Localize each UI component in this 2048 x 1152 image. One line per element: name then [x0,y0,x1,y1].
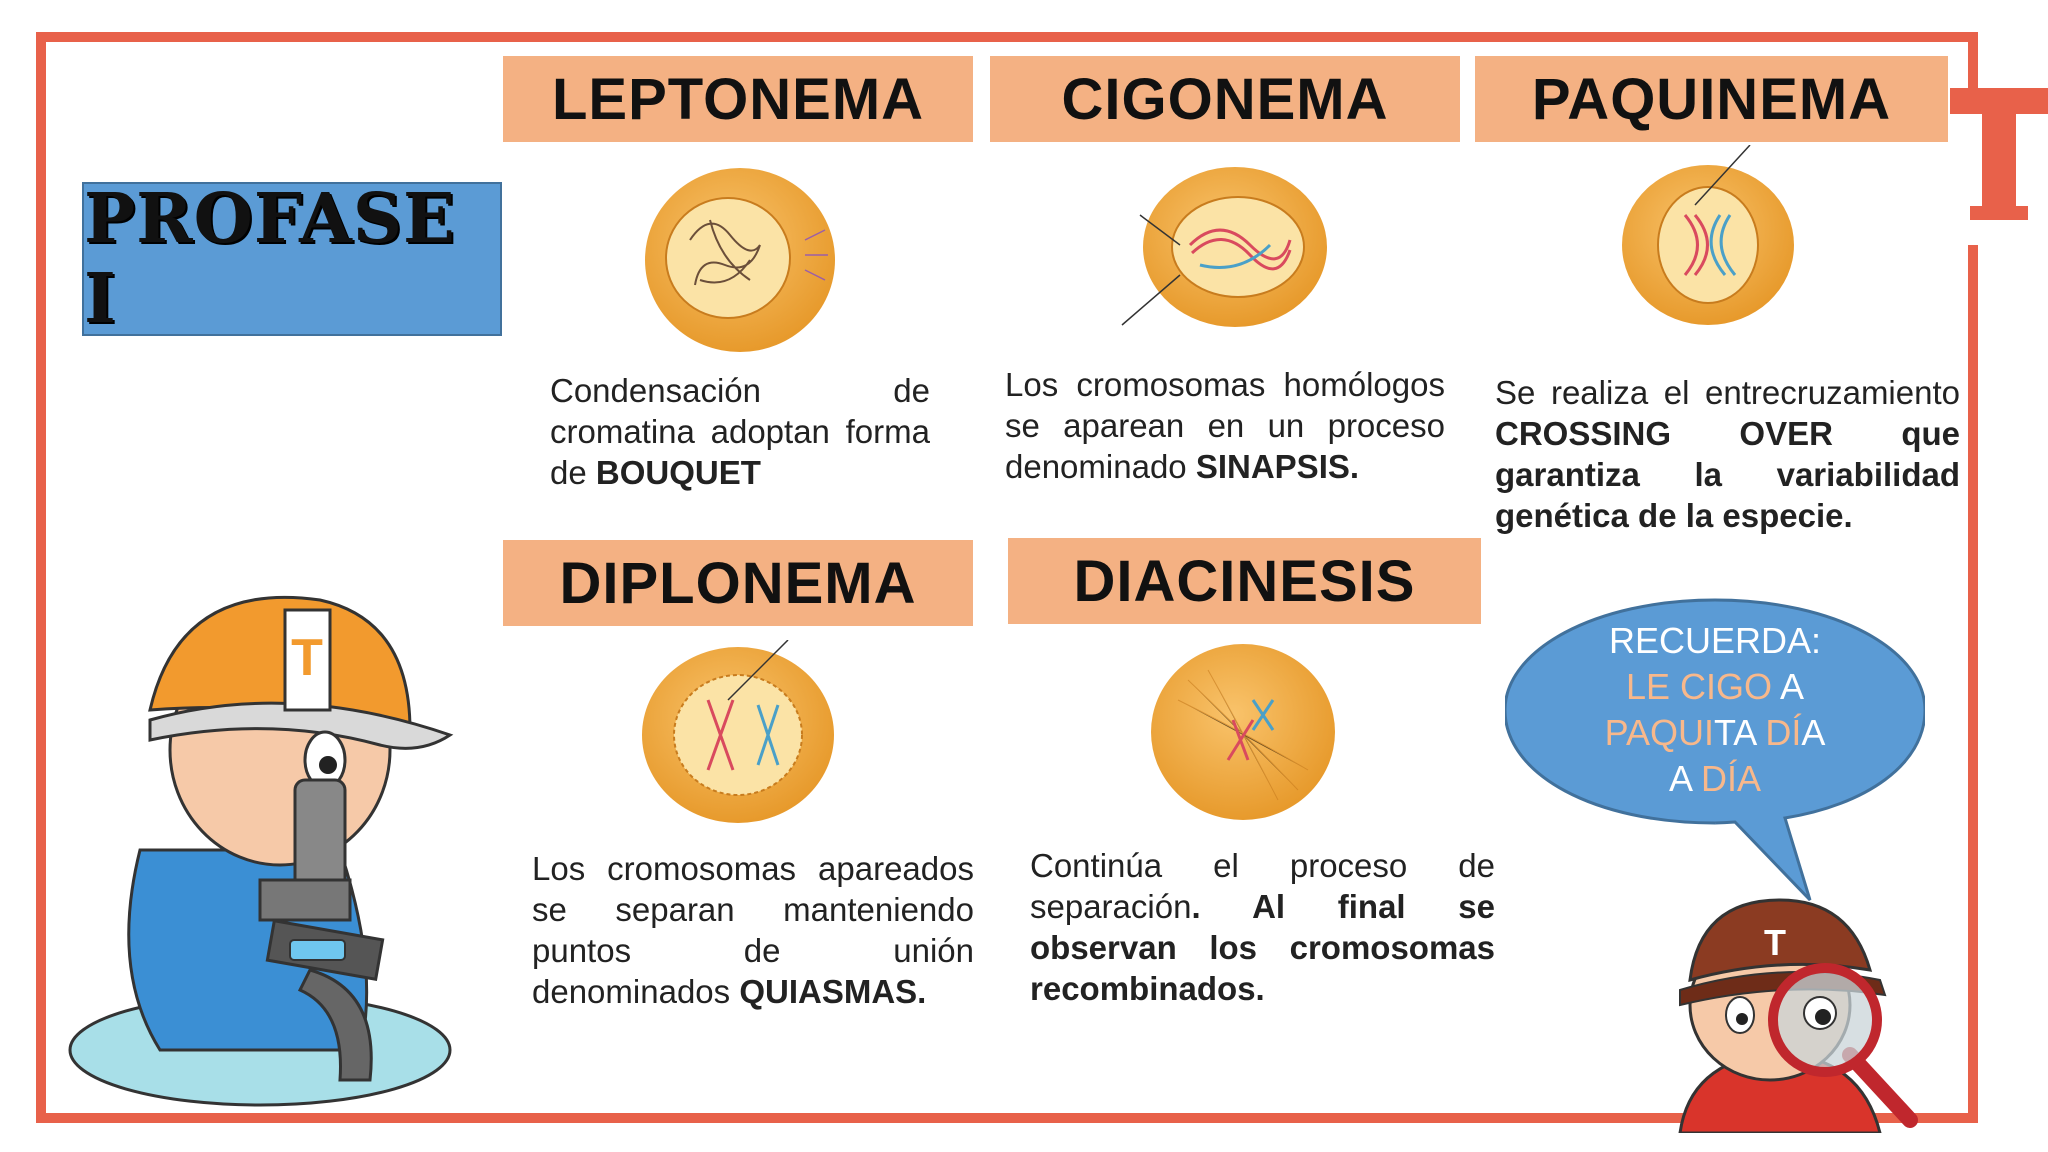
reminder-fragment: A [1668,758,1701,799]
stage-header-leptonema: LEPTONEMA [503,56,973,142]
reminder-line-1: RECUERDA: [1608,620,1822,661]
description-keyword: SINAPSIS. [1195,448,1360,485]
description-text: Los cromosomas apareados se separan mant… [532,850,974,1010]
reminder-fragment: A [1801,712,1826,753]
description-keyword: BOUQUET [595,454,761,491]
reminder-line-2: LE CIGO A [1540,664,1890,710]
reminder-fragment: TA [1713,712,1766,753]
magnifier-scientist-icon: T [1678,898,1918,1133]
description-leptonema: Condensación de cromatina adoptan forma … [550,370,930,493]
reminder-fragment: LE CIGO [1625,666,1772,707]
title-box: PROFASE I [82,179,502,339]
stage-header-paquinema: PAQUINEMA [1475,56,1948,142]
description-text: Los cromosomas homólogos se aparean en u… [1005,366,1445,485]
stage-title: DIACINESIS [1073,548,1416,614]
cap-letter: T [291,629,323,687]
microscope-scientist-icon: T [68,595,454,1107]
reminder-fragment: DÍA [1701,758,1762,799]
stage-title: DIPLONEMA [559,550,917,616]
stage-header-diacinesis: DIACINESIS [1008,538,1481,624]
description-diplonema: Los cromosomas apareados se separan mant… [532,848,974,1012]
description-keyword: CROSSING OVER que garantiza la variabili… [1495,415,1960,534]
page-frame [36,32,1978,1123]
description-cigonema: Los cromosomas homólogos se aparean en u… [1005,364,1445,487]
t-logo-icon [1950,88,2048,220]
description-text: Continúa el proceso de separación [1030,847,1495,925]
description-diacinesis: Continúa el proceso de separación. Al fi… [1030,845,1495,1009]
speech-bubble-icon [1505,598,1925,902]
reminder-line-4: A DÍA [1540,756,1890,802]
reminder-fragment: PAQUI [1604,712,1714,753]
cell-paquinema-icon [1622,145,1794,325]
reminder-text: RECUERDA: LE CIGO A PAQUITA DÍA A DÍA [1540,618,1890,802]
description-keyword: . Al final se observan los cromosomas re… [1030,888,1495,1007]
cell-cigonema-icon [1121,167,1327,327]
page-title: PROFASE I [84,179,456,339]
reminder-line-3: PAQUITA DÍA [1540,710,1890,756]
cell-diplonema-icon [642,640,834,823]
cap-letter: T [1764,922,1786,963]
stage-header-diplonema: DIPLONEMA [503,540,973,626]
stage-header-cigonema: CIGONEMA [990,56,1460,142]
reminder-fragment: A [1772,666,1805,707]
description-keyword: QUIASMAS. [739,973,927,1010]
reminder-fragment: DÍ [1765,712,1802,753]
description-text: Condensación de cromatina adoptan forma … [550,372,930,491]
description-text: Se realiza el entrecruzamiento [1495,374,1960,411]
stage-title: CIGONEMA [1061,66,1389,132]
description-paquinema: Se realiza el entrecruzamiento CROSSING … [1495,372,1960,536]
stage-title: LEPTONEMA [551,66,925,132]
cell-leptonema-icon [645,168,835,352]
stage-title: PAQUINEMA [1531,66,1892,132]
cell-diacinesis-icon [1151,644,1335,820]
